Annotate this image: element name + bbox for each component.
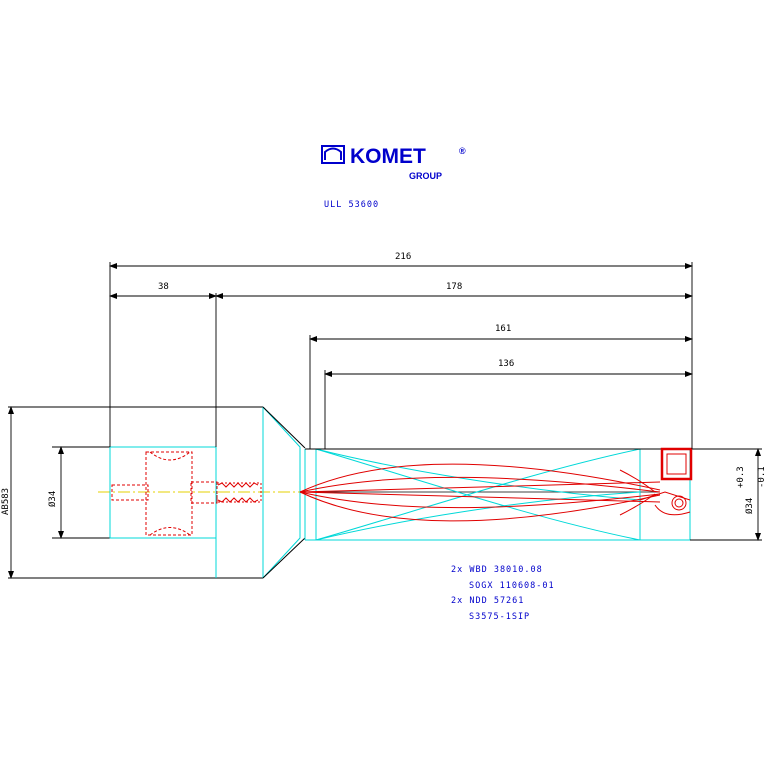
logo-registered: ®: [459, 146, 466, 156]
part-item: SOGX 110608-01: [469, 581, 555, 591]
dim-shank-length: 38: [158, 282, 169, 292]
dim-cut-diameter: Ø34: [744, 498, 755, 514]
dim-overall-length: 216: [395, 252, 411, 262]
article-number: ULL 53600: [324, 200, 379, 210]
logo-text: KOMET: [350, 145, 426, 168]
cutting-insert: [660, 447, 693, 481]
part-item: 2x WBD 38010.08: [451, 565, 543, 575]
dim-cut-tol-lower: -0.1: [757, 466, 767, 488]
part-item: S3575-1SIP: [469, 612, 530, 622]
komet-logo: KOMET ® GROUP: [321, 145, 466, 181]
body-outline: [304, 448, 691, 541]
dim-body-length: 178: [446, 282, 462, 292]
dim-flute-length: 161: [495, 324, 511, 334]
dim-flange-diameter: AB583: [1, 488, 11, 515]
dim-cut-tol-upper: +0.3: [736, 466, 746, 488]
parts-list: 2x WBD 38010.08 SOGX 110608-01 2x NDD 57…: [451, 565, 555, 622]
part-item: 2x NDD 57261: [451, 596, 524, 606]
dim-shank-diameter: Ø34: [47, 491, 58, 507]
dim-usable-length: 136: [498, 359, 514, 369]
dimension-lines: [8, 262, 762, 579]
logo-icon: [321, 145, 345, 164]
hidden-features: [111, 451, 691, 536]
logo-subtext: GROUP: [409, 171, 442, 181]
